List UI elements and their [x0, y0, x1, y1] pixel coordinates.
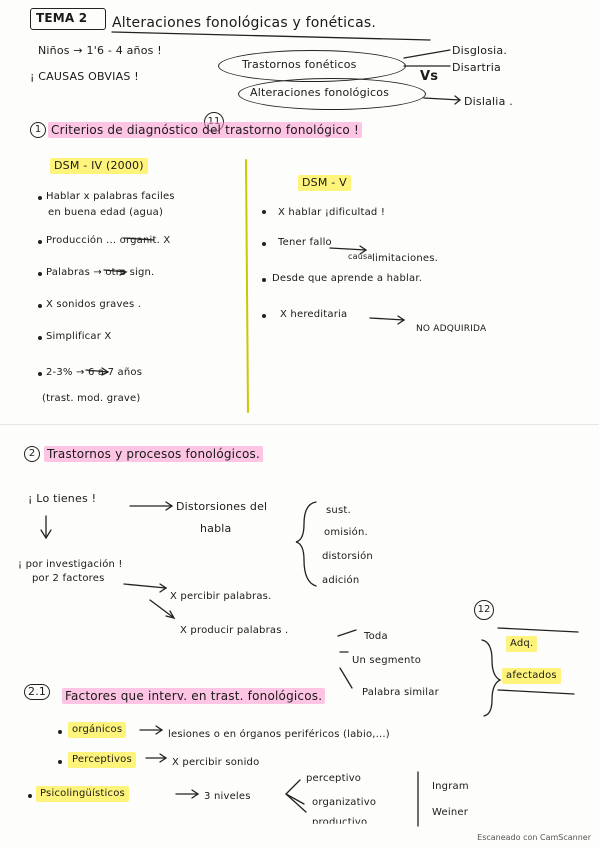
dsm4-item-5: Simplificar X: [46, 331, 112, 342]
page-number-12: 12: [474, 600, 494, 620]
adq-label: Adq.: [506, 636, 538, 652]
dsm4-label: DSM - IV (2000): [50, 158, 148, 174]
list-sust: sust.: [326, 505, 351, 516]
section21-number: 2.1: [24, 684, 51, 700]
bullet: [58, 760, 62, 764]
dsm5-item-4b: NO ADQUIRIDA: [416, 324, 487, 334]
disartria-label: Disartria: [452, 61, 501, 74]
prod-toda: Toda: [364, 631, 388, 642]
list-adicion: adición: [322, 575, 360, 586]
bullet: [38, 240, 42, 244]
dsm5-item-2b: limitaciones.: [372, 253, 438, 264]
organicos-label: orgánicos: [68, 722, 127, 738]
dsm5-item-1: X hablar ¡dificultad !: [278, 207, 386, 218]
prod-segmento: Un segmento: [352, 655, 422, 666]
separator-line: [0, 424, 599, 425]
oval-fonologicos: [238, 78, 426, 110]
dislalia-label: Dislalia .: [464, 95, 513, 108]
nivel-organizativo: organizativo: [312, 797, 377, 808]
author-ingram: Ingram: [432, 781, 469, 792]
list-distorsion: distorsión: [322, 551, 373, 562]
page-title: Alteraciones fonológicas y fonéticas.: [112, 15, 376, 31]
perceptivos-label: Perceptivos: [68, 752, 136, 768]
distorsiones: Distorsiones del: [176, 500, 268, 513]
bullet: [262, 314, 266, 318]
por-investigacion: ¡ por investigación !: [18, 559, 123, 570]
producir-palabras: X producir palabras .: [180, 625, 289, 636]
dsm5-item-2-causa: causa: [348, 252, 373, 261]
vs-label: Vs: [420, 69, 439, 84]
bullet: [38, 336, 42, 340]
bullet: [38, 372, 42, 376]
dsm4-item-3: Palabras → otro sign.: [46, 267, 155, 278]
causas-note: ¡ CAUSAS OBVIAS !: [30, 70, 139, 83]
dsm5-item-4: X hereditaria: [280, 309, 348, 320]
bullet: [262, 278, 266, 282]
bullet: [262, 242, 266, 246]
section21-title: Factores que interv. en trast. fonológic…: [62, 688, 326, 704]
disglosia-label: Disglosia.: [452, 44, 508, 57]
perceptivos-desc: X percibir sonido: [172, 757, 260, 768]
section2-number: 2: [24, 446, 40, 462]
prod-similar: Palabra similar: [362, 687, 439, 698]
tema-label: TEMA 2: [36, 11, 88, 25]
oval-foneticos-label: Trastornos fonéticos: [242, 58, 357, 71]
bullet: [38, 272, 42, 276]
scanner-watermark: Escaneado con CamScanner: [477, 833, 591, 842]
section1-title: Criterios de diagnóstico del trastorno f…: [48, 122, 362, 138]
bullet: [38, 196, 42, 200]
bullet: [28, 794, 32, 798]
bullet: [262, 210, 266, 214]
dsm4-item-1: Hablar x palabras faciles: [46, 191, 175, 202]
nivel-perceptivo: perceptivo: [306, 773, 362, 784]
bullet: [38, 304, 42, 308]
por-2-factores: por 2 factores: [32, 573, 105, 584]
nivel-productivo: productivo: [312, 817, 368, 828]
ninos-note: Niños → 1'6 - 4 años !: [38, 44, 162, 57]
section1-number: 1: [30, 122, 46, 138]
section2-title: Trastornos y procesos fonológicos.: [44, 446, 264, 462]
bullet: [58, 730, 62, 734]
tema-box: [30, 8, 106, 30]
psico-label: Psicolingüísticos: [36, 786, 129, 802]
habla: habla: [200, 522, 232, 535]
oval-fonologicos-label: Alteraciones fonológicos: [250, 86, 390, 99]
lo-tienes: ¡ Lo tienes !: [28, 492, 97, 505]
psico-desc: 3 niveles: [204, 791, 251, 802]
percibir-palabras: X percibir palabras.: [170, 591, 272, 602]
organicos-desc: lesiones o en órganos periféricos (labio…: [168, 729, 390, 740]
list-omision: omisión.: [324, 527, 368, 538]
afectados-label: afectados: [502, 668, 561, 684]
dsm4-item-2: Producción ... organit. X: [46, 235, 171, 246]
author-weiner: Weiner: [432, 807, 469, 818]
dsm4-item-6: 2-3% → 6 a 7 años: [46, 367, 143, 378]
dsm4-item-4: X sonidos graves .: [46, 299, 142, 310]
dsm5-label: DSM - V: [298, 175, 351, 191]
dsm5-item-3: Desde que aprende a hablar.: [272, 273, 423, 284]
dsm4-item-1b: en buena edad (agua): [48, 207, 164, 218]
dsm5-item-2: Tener fallo: [278, 237, 332, 248]
dsm4-item-6b: (trast. mod. grave): [42, 393, 141, 404]
